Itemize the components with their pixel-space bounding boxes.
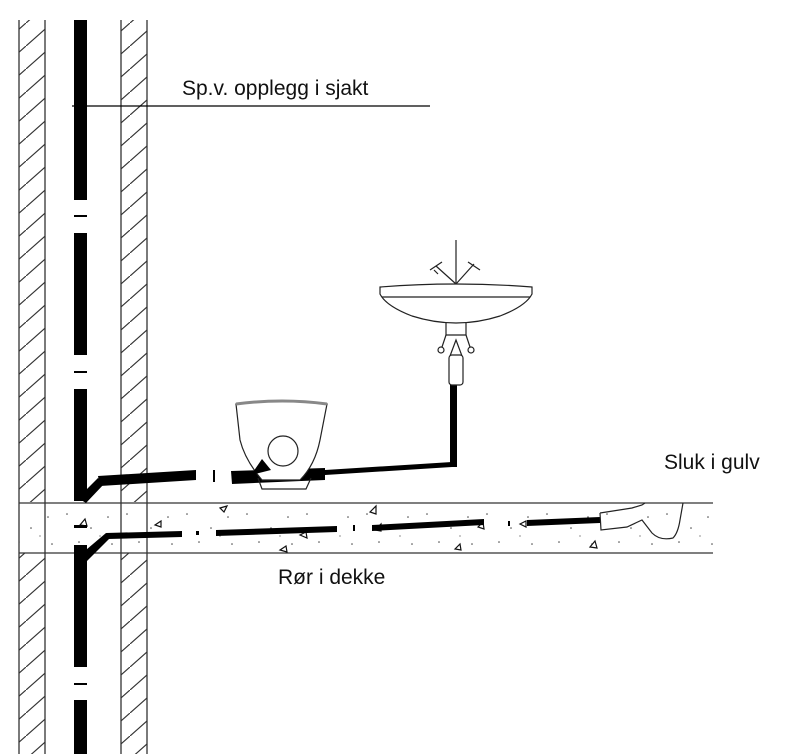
washbasin bbox=[379, 240, 533, 386]
floor-slab bbox=[19, 502, 713, 554]
floor-drain bbox=[599, 502, 684, 540]
label-shaft: Sp.v. opplegg i sjakt bbox=[182, 77, 369, 100]
wall-hung-wc bbox=[235, 399, 328, 490]
soil-stack bbox=[74, 20, 110, 754]
label-slab-pipe: Rør i dekke bbox=[278, 566, 385, 589]
shaft-wall-left bbox=[18, 20, 46, 754]
label-floor-drain: Sluk i gulv bbox=[664, 451, 760, 474]
slab-pipe bbox=[106, 517, 600, 539]
shaft-wall-right bbox=[120, 20, 148, 754]
